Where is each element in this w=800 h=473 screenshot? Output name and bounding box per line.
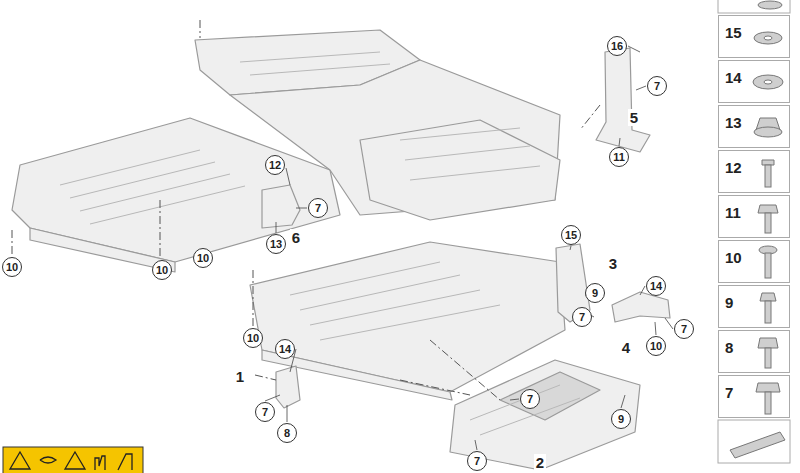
callout-number: 7 [467,451,487,471]
callout-number: 10 [193,248,213,268]
part-number: 1 [234,368,246,385]
callout-number: 14 [646,276,666,296]
part-box: 7 [718,375,790,418]
callout-number: 7 [308,198,328,218]
callout-number: 9 [611,409,631,429]
callout-number: 7 [255,402,275,422]
part-number: 9 [725,294,733,311]
part-number: 11 [725,204,741,221]
callout-number: 10 [646,336,666,356]
callout-number: 13 [266,234,286,254]
callout-number: 7 [647,76,667,96]
part-box: 13 [718,105,790,148]
callout-number: 9 [585,283,605,303]
part-number: 3 [607,255,619,272]
part-number: 4 [620,339,632,356]
callout-number: 14 [275,339,295,359]
part-number: 10 [725,249,742,266]
part-number: 14 [725,69,742,86]
callout-number: 7 [674,319,694,339]
part-box: 10 [718,240,790,283]
callout-number: 15 [561,225,581,245]
callout-number: 10 [152,260,172,280]
callout-number: 12 [265,155,285,175]
callout-number: 11 [609,147,629,167]
part-number: 7 [725,384,733,401]
part-box: 8 [718,330,790,373]
part-box: 12 [718,150,790,193]
callout-number: 16 [607,36,627,56]
part-number: 2 [534,454,546,471]
part-number: 5 [628,109,640,126]
callout-number: 10 [243,328,263,348]
part-number: 6 [290,229,302,246]
part-number: 8 [725,339,733,356]
callout-number: 7 [520,389,540,409]
callout-number: 8 [277,423,297,443]
part-box: 14 [718,60,790,103]
part-box: 15 [718,15,790,58]
callout-number: 10 [2,257,22,277]
callout-number: 7 [572,307,592,327]
part-number: 12 [725,159,742,176]
part-box: 11 [718,195,790,238]
part-box: 9 [718,285,790,328]
part-number: 15 [725,24,742,41]
part-number: 13 [725,114,742,131]
